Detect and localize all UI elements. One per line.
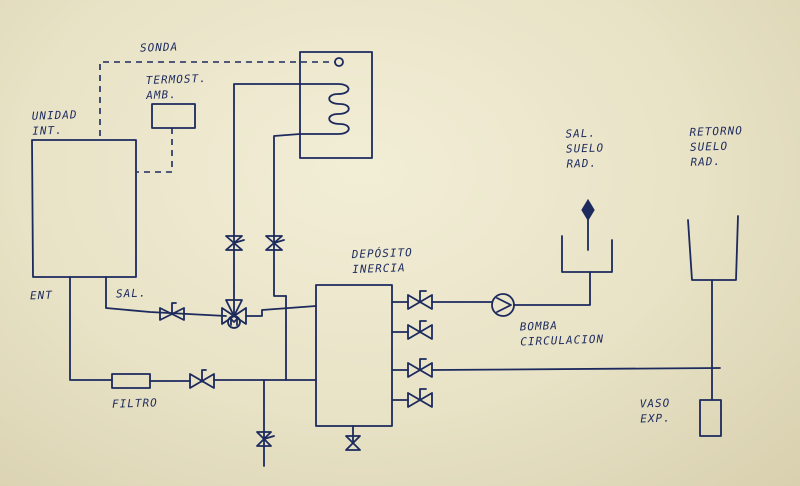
colector-salida [561,235,613,273]
valve-tank-out-1 [407,294,433,310]
valve-motor-circle [227,315,241,329]
sonda-dashed-line [99,61,335,136]
label-sonda: SONDA [139,40,179,55]
valve-tank-out-3-handle [419,358,427,371]
pump-to-collector-line [513,271,591,306]
serpentin-coil [299,83,350,135]
purgador-valve [581,198,595,222]
valve-coil-right [265,235,283,251]
return-line [431,367,721,371]
label-retorno-suelo: RETORNO SUELO RAD. [689,124,744,169]
coil-line-right [273,133,301,297]
label-vaso-exp: VASO EXP. [639,396,671,426]
label-deposito-inercia: DEPÓSITO INERCIA [351,245,413,277]
unidad-interior-box [31,139,137,278]
bomba-triangle [496,297,512,313]
valve-filtro [189,373,215,389]
label-bomba: BOMBA CIRCULACION [519,319,605,349]
valve-tank-out-4-handle [419,388,427,401]
valve-tank-bottom [345,435,361,451]
valve-drain-handle [263,435,275,440]
valve-tank-out-2-handle [419,320,427,333]
termostato-box [151,103,196,129]
valve-tank-out-3 [407,362,433,378]
valve-motor-m [230,318,238,326]
termostato-dashed-line [137,128,173,173]
valve-coil-right-handle [273,239,285,244]
colector-retorno [687,215,739,281]
valve-drain [256,431,272,447]
valve-sal [159,307,185,321]
label-filtro: FILTRO [111,396,158,411]
valve-sal-handle [171,302,177,315]
valve-coil-left [225,235,243,251]
sonda-probe-circle [334,57,344,67]
acumulador-box [299,51,373,159]
sal-line [105,276,227,317]
valve-coil-left-handle [233,239,245,244]
filtro-box [111,373,151,389]
valve-tank-out-4 [407,392,433,408]
valve-tank-out-2 [407,324,433,340]
ent-line [69,276,113,381]
label-sal-suelo: SAL. SUELO RAD. [565,126,605,171]
label-ent: ENT [29,288,54,303]
label-unidad-interior: UNIDAD INT. [31,108,78,138]
valve-tank-out-1-handle [419,290,427,303]
three-way-to-tank [245,305,317,317]
filtro-to-tank-line [149,379,317,382]
coil-line-left [233,83,301,317]
valve-filtro-handle [201,369,207,382]
vaso-expansion-box [699,399,722,437]
deposito-inercia-box [315,284,393,427]
label-sal: SAL. [115,286,147,301]
label-termostato: TERMOST. AMB. [145,71,207,103]
